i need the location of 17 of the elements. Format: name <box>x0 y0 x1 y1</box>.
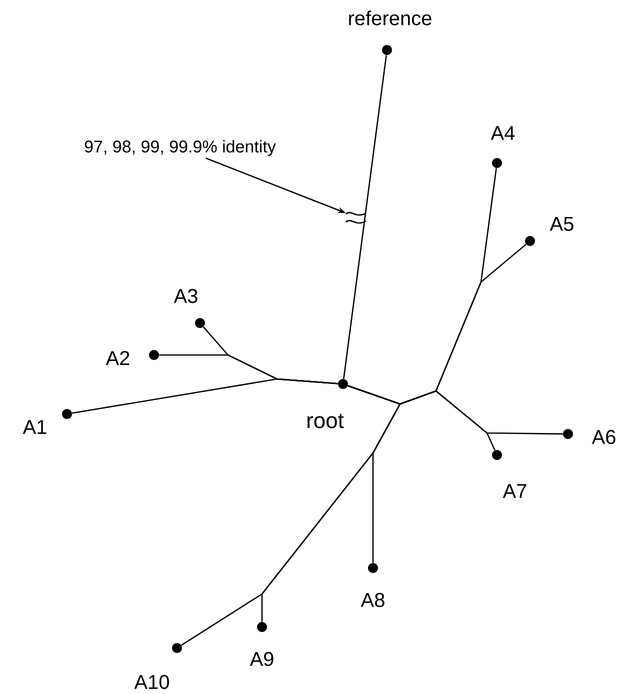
node-label: A5 <box>550 217 574 231</box>
node-label: root <box>308 414 344 428</box>
break-mark <box>345 212 367 224</box>
node-label: A9 <box>250 652 274 666</box>
node-label: A10 <box>134 674 169 690</box>
tree-branch <box>343 55 387 379</box>
node-label: A3 <box>174 288 198 304</box>
node-label: A6 <box>592 430 616 444</box>
tree-branch <box>72 378 338 414</box>
annotation-text: 97, 98, 99, 99.9% identity <box>84 140 276 156</box>
node-label: A2 <box>106 351 130 365</box>
node-label: A7 <box>502 484 526 498</box>
node-label: reference <box>349 10 432 26</box>
node-label: A4 <box>490 126 515 140</box>
node-label: A1 <box>22 420 46 434</box>
node-label: A8 <box>360 592 384 608</box>
tree-branch <box>181 385 401 646</box>
